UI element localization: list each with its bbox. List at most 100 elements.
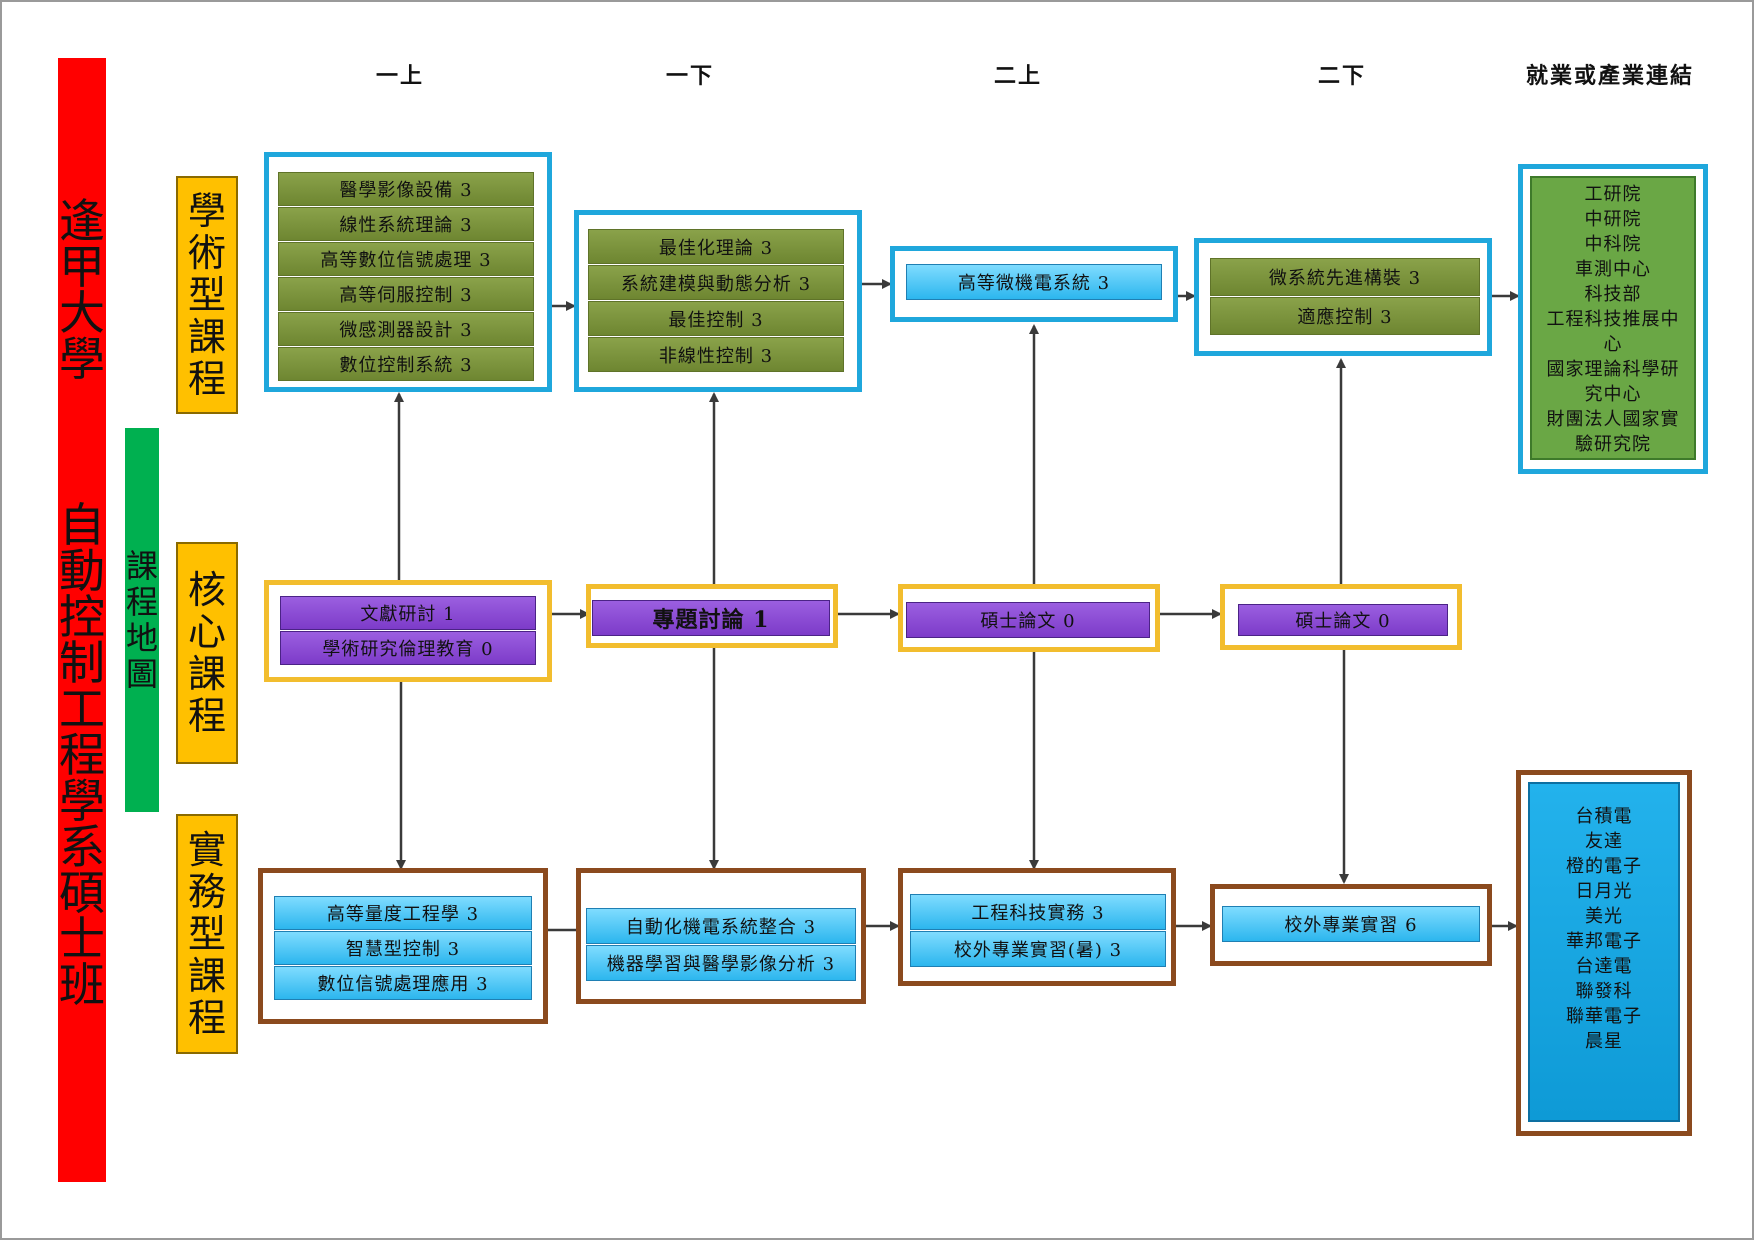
outcome-line: 晨星 <box>1585 1031 1623 1052</box>
category-char: 程 <box>187 357 226 401</box>
outcome-line: 工程科技推展中 <box>1546 309 1680 330</box>
course-item: 自動化機電系統整合 3 <box>586 908 856 944</box>
category-char: 核 <box>187 568 226 612</box>
course-item: 學術研究倫理教育 0 <box>280 631 536 665</box>
course-item: 高等微機電系統 3 <box>906 264 1162 300</box>
column-header-industry: 就業或產業連結 <box>1525 63 1694 89</box>
outcome-line: 華邦電子 <box>1566 931 1642 952</box>
title-char: 控 <box>59 590 105 644</box>
category-char: 型 <box>187 912 226 956</box>
category-char: 程 <box>187 996 226 1040</box>
category-char: 學 <box>187 189 226 233</box>
title-char: 學 <box>59 332 105 386</box>
title-char: 學 <box>59 774 105 828</box>
course-item: 工程科技實務 3 <box>910 894 1166 930</box>
title-char: 班 <box>59 958 105 1012</box>
title-char: 逢 <box>59 194 105 248</box>
company-list: 台積電友達橙的電子日月光美光華邦電子台達電聯發科聯華電子晨星 <box>1528 782 1680 1122</box>
practical-list-y2s1: 工程科技實務 3 校外專業實習(暑) 3 <box>910 894 1166 967</box>
course-item: 機器學習與醫學影像分析 3 <box>586 945 856 981</box>
category-academic: 學 術 型 課 程 <box>176 176 238 414</box>
title-char: 士 <box>59 912 105 966</box>
academic-list-y1s2: 最佳化理論 3 系統建模與動態分析 3 最佳控制 3 非線性控制 3 <box>588 229 844 372</box>
core-list-y2s2: 碩士論文 0 <box>1238 604 1448 636</box>
academic-list-y2s2: 微系統先進構裝 3 適應控制 3 <box>1210 258 1480 335</box>
outcome-line: 聯華電子 <box>1566 1006 1642 1027</box>
title-char: 制 <box>59 636 105 690</box>
category-char: 心 <box>187 610 226 654</box>
course-item: 高等量度工程學 3 <box>274 896 532 930</box>
title-char: 系 <box>59 820 105 874</box>
outcome-line: 科技部 <box>1584 284 1642 305</box>
title-char: 工 <box>59 682 105 736</box>
category-char: 課 <box>187 652 226 696</box>
outcome-line: 橙的電子 <box>1566 856 1642 877</box>
course-item: 微系統先進構裝 3 <box>1210 258 1480 296</box>
outcome-line: 究中心 <box>1584 384 1642 405</box>
category-char: 實 <box>187 828 226 872</box>
category-char: 程 <box>187 694 226 738</box>
outcome-line: 心 <box>1603 334 1623 355</box>
academic-list-y1s1: 醫學影像設備 3 線性系統理論 3 高等數位信號處理 3 高等伺服控制 3 微感… <box>278 172 534 381</box>
outcome-line: 國家理論科學研 <box>1546 359 1680 380</box>
category-practical: 實 務 型 課 程 <box>176 814 238 1054</box>
title-char: 碩 <box>59 866 105 920</box>
map-label-char: 程 <box>125 583 158 621</box>
research-institute-list: 工研院中研院中科院車測中心科技部工程科技推展中心國家理論科學研究中心財團法人國家… <box>1530 176 1696 460</box>
course-item: 文獻研討 1 <box>280 596 536 630</box>
outcome-line: 車測中心 <box>1575 259 1651 280</box>
category-char: 型 <box>187 273 226 317</box>
title-char: 動 <box>59 544 105 598</box>
column-header-y1s2: 一下 <box>665 63 714 89</box>
category-char: 課 <box>187 315 226 359</box>
outcome-line: 台達電 <box>1575 956 1633 977</box>
course-item: 線性系統理論 3 <box>278 207 534 241</box>
outcome-line: 中科院 <box>1584 234 1642 255</box>
outcome-line: 中研院 <box>1584 209 1642 230</box>
course-item: 智慧型控制 3 <box>274 931 532 965</box>
practical-list-y2s2: 校外專業實習 6 <box>1222 906 1480 942</box>
outcome-line: 財團法人國家實 <box>1546 409 1680 430</box>
map-label-char: 課 <box>125 547 158 585</box>
course-item: 非線性控制 3 <box>588 337 844 372</box>
course-item: 適應控制 3 <box>1210 297 1480 335</box>
outcome-line: 工研院 <box>1584 184 1642 205</box>
course-item: 微感測器設計 3 <box>278 312 534 346</box>
course-item: 最佳化理論 3 <box>588 229 844 264</box>
course-item: 專題討論 1 <box>592 600 830 636</box>
column-header-y2s1: 二上 <box>993 63 1042 89</box>
title-char: 程 <box>59 728 105 782</box>
course-map-label: 課 程 地 圖 <box>125 428 159 812</box>
course-item: 校外專業實習(暑) 3 <box>910 931 1166 967</box>
core-list-y2s1: 碩士論文 0 <box>906 602 1150 638</box>
title-char: 甲 <box>59 240 105 294</box>
program-title-bar: 逢 甲 大 學 自 動 控 制 工 程 學 系 碩 士 班 <box>58 58 106 1182</box>
practical-list-y1s1: 高等量度工程學 3 智慧型控制 3 數位信號處理應用 3 <box>274 896 532 1000</box>
outcome-line: 美光 <box>1585 906 1623 927</box>
course-item: 數位控制系統 3 <box>278 347 534 381</box>
course-item: 數位信號處理應用 3 <box>274 966 532 1000</box>
outcome-line: 日月光 <box>1575 881 1633 902</box>
title-char: 自 <box>59 498 105 552</box>
outcome-line: 聯發科 <box>1575 981 1633 1002</box>
core-list-y1s2: 專題討論 1 <box>592 600 830 636</box>
map-label-char: 圖 <box>125 655 158 693</box>
outcome-line: 友達 <box>1585 831 1623 852</box>
program-name: 自 動 控 制 工 程 學 系 碩 士 班 <box>59 502 105 1008</box>
column-header-y1s1: 一上 <box>375 63 424 89</box>
core-list-y1s1: 文獻研討 1 學術研究倫理教育 0 <box>280 596 536 665</box>
course-item: 系統建模與動態分析 3 <box>588 265 844 300</box>
map-label-char: 地 <box>125 619 158 657</box>
category-core: 核 心 課 程 <box>176 542 238 764</box>
course-item: 校外專業實習 6 <box>1222 906 1480 942</box>
course-item: 高等伺服控制 3 <box>278 277 534 311</box>
title-char: 大 <box>59 286 105 340</box>
course-item: 高等數位信號處理 3 <box>278 242 534 276</box>
practical-list-y1s2: 自動化機電系統整合 3 機器學習與醫學影像分析 3 <box>586 908 856 981</box>
outcome-line: 驗研究院 <box>1575 434 1651 455</box>
column-header-y2s2: 二下 <box>1317 63 1366 89</box>
category-char: 務 <box>187 870 226 914</box>
outcome-line: 台積電 <box>1575 806 1633 827</box>
category-char: 術 <box>187 231 226 275</box>
